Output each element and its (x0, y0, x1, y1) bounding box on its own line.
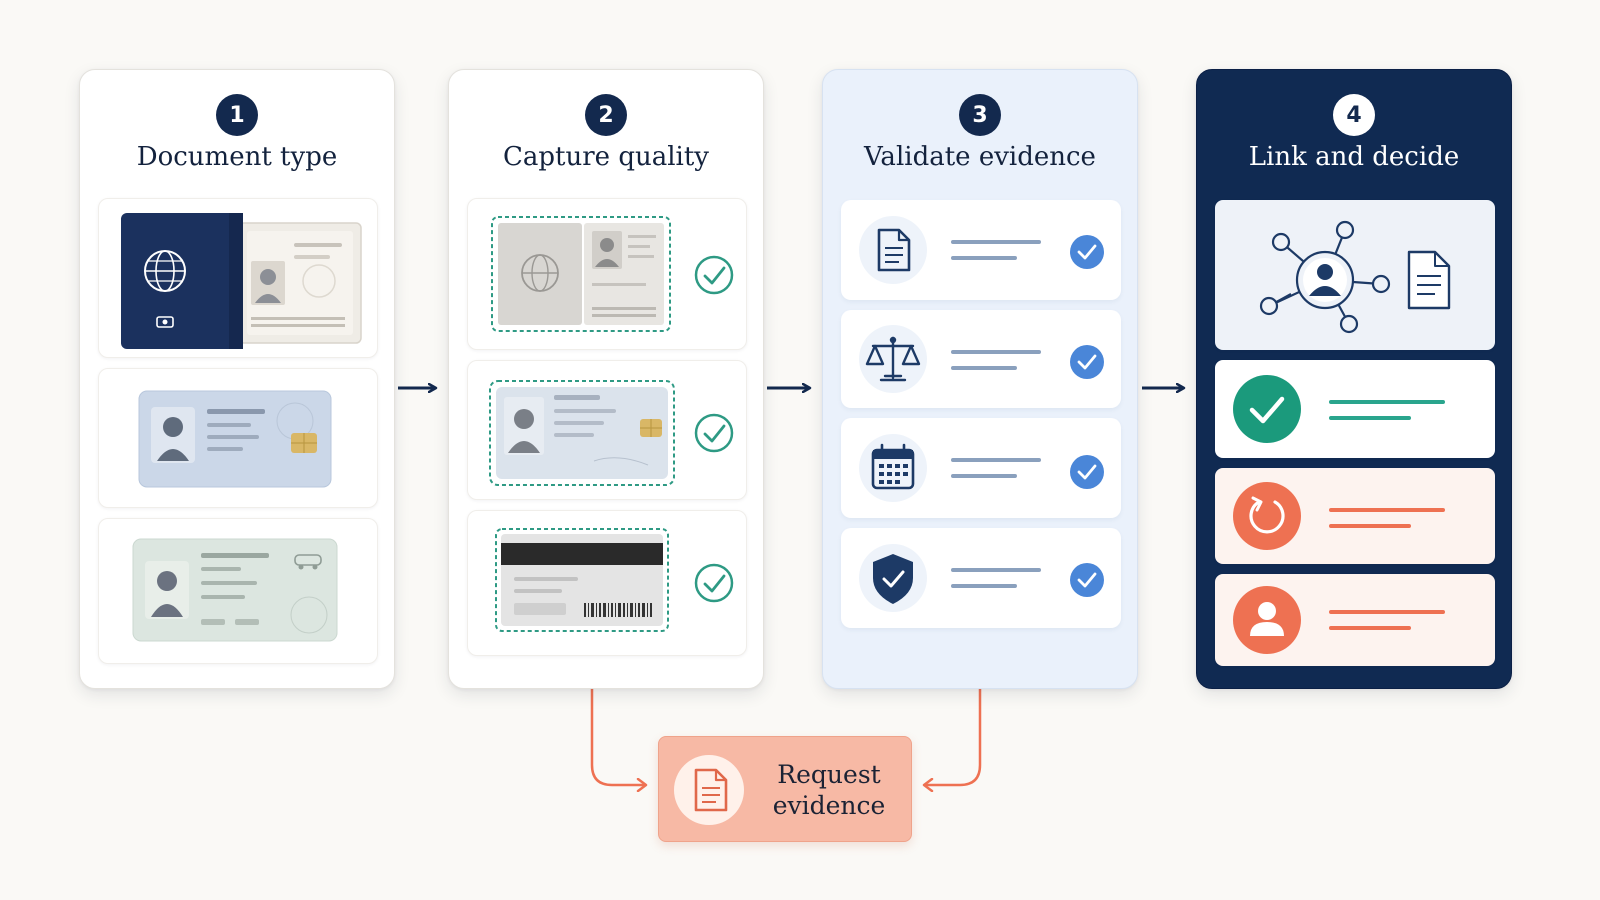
request-label-line-2: evidence (772, 791, 886, 820)
shield-check-row (859, 544, 1104, 612)
step-1-document-type: 1 Document type (79, 69, 395, 689)
retry-icon (1249, 496, 1285, 534)
document-icon (1407, 250, 1451, 310)
shield-check-icon (873, 554, 913, 604)
step-2-capture-quality: 2 Capture quality (448, 69, 764, 689)
retry-row (1233, 482, 1445, 550)
driver-license-icon (132, 538, 338, 642)
request-icon-circle (674, 755, 744, 825)
identity-link-card (1215, 200, 1495, 350)
approved-check-icon (1249, 396, 1285, 424)
check-document (841, 200, 1121, 300)
passport-capture-icon (491, 216, 734, 332)
calendar-icon (871, 443, 915, 490)
manual-review-person-icon (1250, 602, 1284, 636)
barcode-capture-icon (495, 528, 734, 632)
request-evidence-box[interactable]: Request evidence (658, 736, 912, 842)
id-card-icon (138, 390, 332, 488)
passport-icon (121, 213, 362, 349)
step-title: Document type (136, 142, 338, 172)
check-compliance (841, 310, 1121, 408)
document-option-id-card[interactable] (98, 368, 378, 508)
document-icon (877, 228, 911, 272)
outcome-manual-review (1215, 574, 1495, 666)
capture-card-back-barcode (467, 510, 747, 656)
outcome-approved (1215, 360, 1495, 458)
document-icon (694, 768, 728, 812)
step-number-badge: 4 (1333, 94, 1375, 136)
step-title: Capture quality (503, 142, 709, 172)
request-label-line-1: Request (777, 760, 881, 789)
scales-icon (865, 336, 921, 382)
identity-link-icon (1259, 220, 1451, 334)
check-dates (841, 418, 1121, 518)
capture-id-card-front (467, 360, 747, 500)
capture-passport (467, 198, 747, 350)
step-title: Link and decide (1248, 142, 1460, 172)
connector-step2-to-request (586, 676, 646, 785)
check-security (841, 528, 1121, 628)
scales-check-row (859, 325, 1104, 393)
calendar-check-row (859, 434, 1104, 502)
document-option-passport[interactable] (98, 198, 378, 358)
document-check-row (859, 216, 1104, 284)
manual-review-row (1233, 586, 1445, 654)
request-evidence-label: Request evidence (759, 759, 899, 821)
connector-step3-to-request (924, 676, 986, 785)
step-number-badge: 1 (216, 94, 258, 136)
step-title: Validate evidence (864, 142, 1096, 172)
barcode (584, 603, 652, 617)
step-3-validate-evidence: 3 Validate evidence (822, 69, 1138, 689)
outcome-retry (1215, 468, 1495, 564)
step-4-link-and-decide: 4 Link and decide (1196, 69, 1512, 689)
id-card-capture-icon (489, 380, 734, 486)
step-number-badge: 3 (959, 94, 1001, 136)
approved-check-row (1233, 375, 1445, 443)
document-option-driver-license[interactable] (98, 518, 378, 664)
step-number-badge: 2 (585, 94, 627, 136)
